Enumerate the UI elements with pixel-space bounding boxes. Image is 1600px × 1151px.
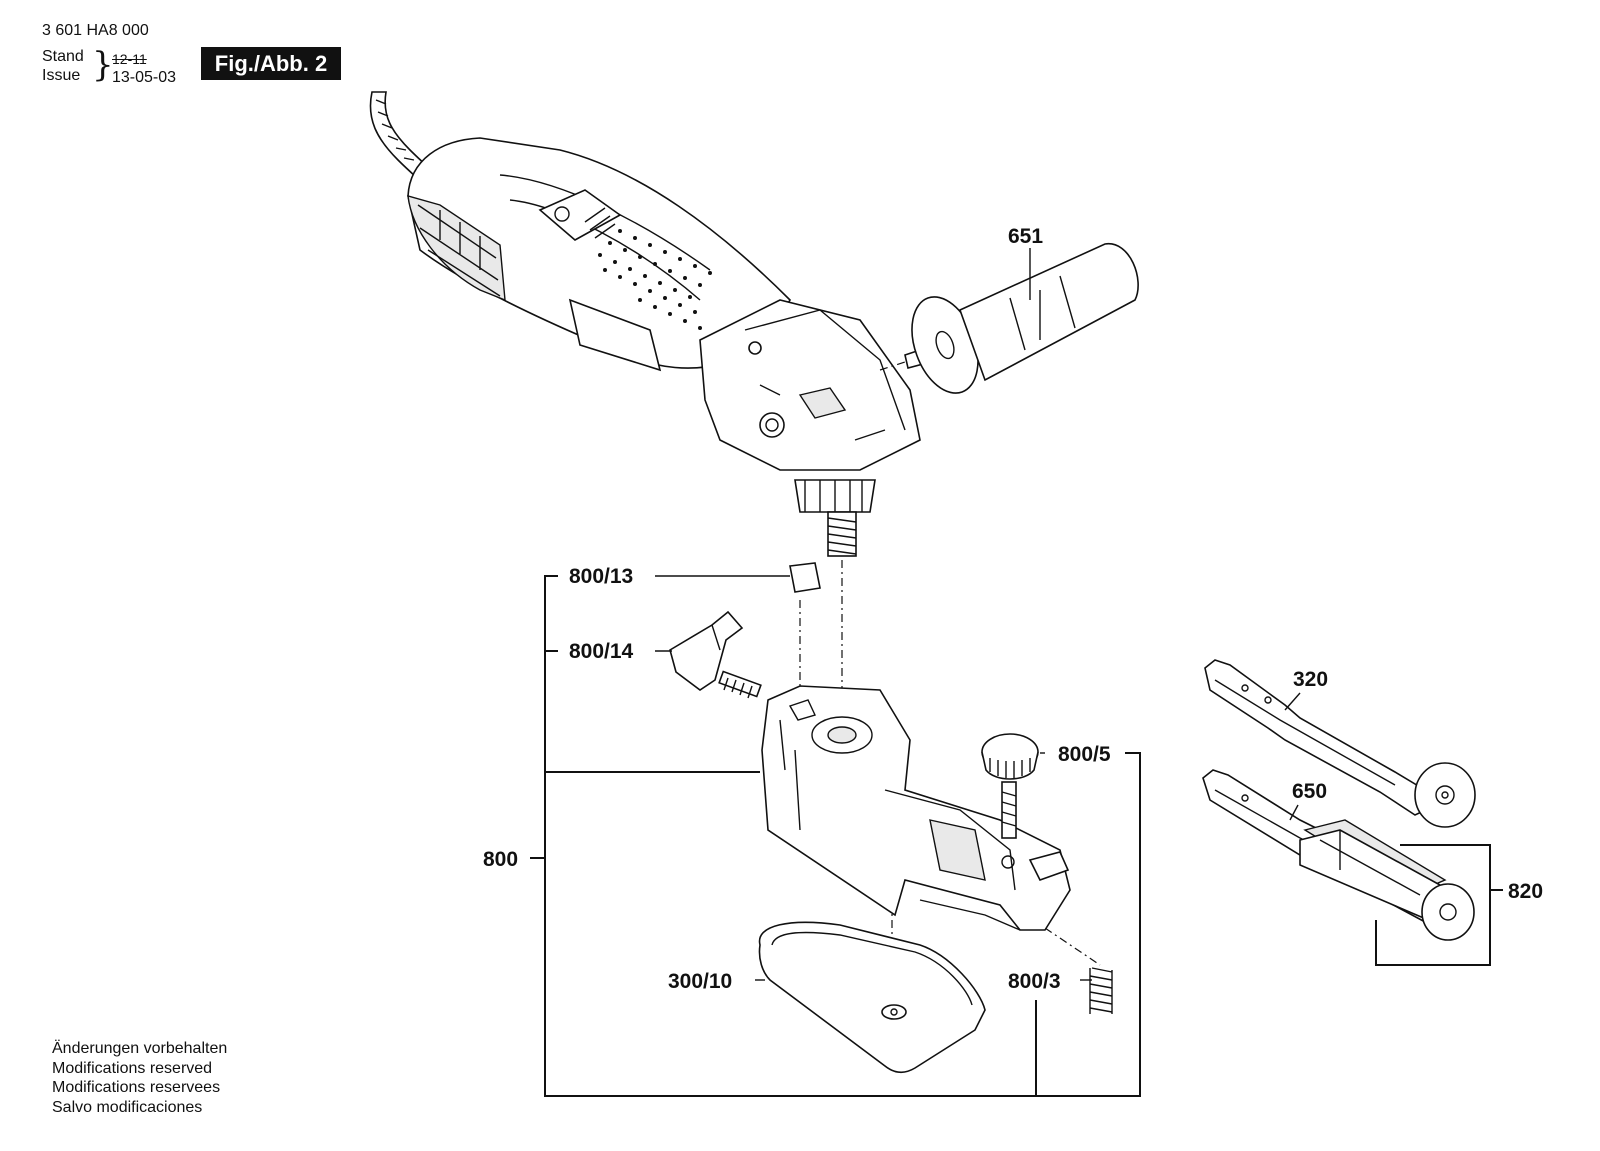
leader-line xyxy=(1289,804,1299,821)
stand-label: Stand xyxy=(42,48,84,65)
belt-arm-650-drawing xyxy=(1202,769,1475,941)
figure-badge: Fig./Abb. 2 xyxy=(201,47,341,80)
modification-notes: Änderungen vorbehalten Modifications res… xyxy=(52,1039,227,1117)
note-line: Modifications reservees xyxy=(52,1079,221,1096)
part-label-800-5: 800/5 xyxy=(1058,743,1111,766)
part-label-300-10: 300/10 xyxy=(668,970,732,993)
part-label-820: 820 xyxy=(1508,880,1543,903)
part-label-800-13: 800/13 xyxy=(569,565,633,588)
belt-attachment-housing-drawing xyxy=(761,685,1071,931)
part-label-800-14: 800/14 xyxy=(569,640,634,663)
group-bracket-800 xyxy=(544,575,1141,1097)
issue-label: Issue xyxy=(42,67,81,84)
leader-line xyxy=(1284,692,1301,711)
assembly-axis xyxy=(1044,927,1101,966)
wing-screw-drawing xyxy=(669,610,762,699)
document-number: 3 601 HA8 000 xyxy=(42,22,149,39)
part-label-650: 650 xyxy=(1292,780,1327,803)
belt-arm-320-drawing xyxy=(1204,659,1476,828)
spring-drawing xyxy=(1089,967,1113,1014)
brace-icon: } xyxy=(92,45,114,85)
part-label-800: 800 xyxy=(483,848,518,871)
brush-block-drawing xyxy=(789,562,821,593)
group-bracket-820 xyxy=(1375,844,1491,966)
part-label-651: 651 xyxy=(1008,225,1043,248)
stand-value: 12-11 xyxy=(112,51,147,67)
angle-grinder-drawing xyxy=(407,137,921,557)
note-line: Modifications reserved xyxy=(52,1059,213,1077)
knob-screw-drawing xyxy=(981,733,1039,839)
note-line: Salvo modificaciones xyxy=(52,1098,203,1116)
note-line: Änderungen vorbehalten xyxy=(52,1040,228,1057)
part-label-800-3: 800/3 xyxy=(1008,970,1061,993)
part-label-320: 320 xyxy=(1293,668,1328,691)
issue-value: 13-05-03 xyxy=(112,69,177,86)
base-plate-drawing xyxy=(758,921,986,1074)
side-handle-drawing xyxy=(879,243,1139,394)
